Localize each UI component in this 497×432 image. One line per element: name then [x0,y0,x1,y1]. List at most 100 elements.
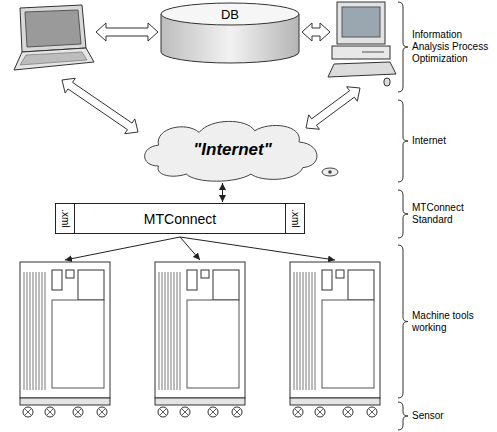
brace [398,245,408,398]
machine-panel [336,270,344,278]
machine-slat [45,272,46,390]
sensor-cross [75,409,81,415]
cloud-shape [145,121,317,181]
machine-door [52,300,104,388]
sensor-cross [25,409,31,415]
machine-plinth [20,398,110,405]
machine-tool [20,262,110,417]
network-label: "Internet" [193,142,271,158]
brace [398,100,408,182]
sensor-cross [182,409,188,415]
machine-slat [294,272,295,390]
layer-label: Information Analysis Process Optimizatio… [412,29,493,65]
machine-plinth [155,398,245,405]
sensor-wheel [208,407,218,417]
machine-tool [290,262,380,417]
layer-label: Internet [412,135,493,147]
brace [398,190,408,238]
pc-keyboard [328,62,396,77]
double-arrow [302,23,330,41]
machine-panel [78,270,104,300]
sensor-wheel [367,407,377,417]
data-link [222,183,223,202]
sensor-cross [99,409,105,415]
signal-arrow [180,237,335,260]
cloud-mark [322,168,338,176]
double-arrow [96,23,158,41]
machine-door [187,300,239,388]
sensor-cross [295,409,301,415]
laptop-display [25,10,81,47]
machine-slat [162,272,163,390]
machine-slat [159,272,160,390]
machine-slat [306,272,307,390]
bar-cell: .xml [285,204,304,233]
machine-panel [201,270,209,278]
laptop-keys [20,52,87,65]
bar-cell: MTConnect [75,204,285,233]
double-arrow [306,87,360,130]
sensor-wheel [45,407,55,417]
machine-panel [187,270,197,290]
file-tag: .xml [60,209,71,227]
standard-bar: .xml MTConnect .xml [55,203,305,234]
sensor-cross [317,409,323,415]
sensor-wheel [180,407,190,417]
laptop-screen [20,5,86,52]
sensor-wheel [293,407,303,417]
pc-case [332,46,390,59]
double-arrow [62,78,138,134]
machine-slat [297,272,298,390]
machine-slat [165,272,166,390]
machine-cabinet [155,262,245,398]
machine-slat [300,272,301,390]
machine-slat [27,272,28,390]
sensor-wheel [97,407,107,417]
cloud-mark-dot [328,170,332,174]
pc-mouse [384,78,390,86]
machine-slat [180,272,181,390]
sensor-cross [160,409,166,415]
standard-name: MTConnect [144,211,216,227]
machine-door [322,300,374,388]
pc-drive [362,52,384,53]
machine-slat [315,272,316,390]
sensor-wheel [232,407,242,417]
illustration-group [14,2,408,430]
database-label: DB [221,7,239,23]
machine-slat [168,272,169,390]
sensor-cross [345,409,351,415]
machine-slat [312,272,313,390]
machine-slat [30,272,31,390]
layer-label: MTConnect Standard [412,202,493,226]
database-cylinder: DB [160,2,300,64]
machine-panel [66,270,74,278]
machine-slat [177,272,178,390]
machine-tool [155,262,245,417]
machine-slat [303,272,304,390]
machine-cabinet [290,262,380,398]
layer-label: Sensor [412,410,493,422]
cylinder-top [161,3,299,25]
sensor-cross [234,409,240,415]
pc-screen [342,7,380,37]
laptop-base [14,48,94,70]
signal-arrow [180,237,200,260]
machine-cabinet [20,262,110,398]
sensor-wheel [23,407,33,417]
machine-slat [171,272,172,390]
machine-plinth [290,398,380,405]
sensor-wheel [315,407,325,417]
machine-slat [174,272,175,390]
layer-label: Machine tools working [412,310,493,334]
machine-slat [39,272,40,390]
brace [398,402,408,430]
machine-panel [348,270,374,300]
file-tag: .xml [290,209,301,227]
machine-slat [42,272,43,390]
sensor-wheel [73,407,83,417]
sensor-wheel [158,407,168,417]
pc-monitor [337,2,385,44]
bar-cell: .xml [56,204,75,233]
